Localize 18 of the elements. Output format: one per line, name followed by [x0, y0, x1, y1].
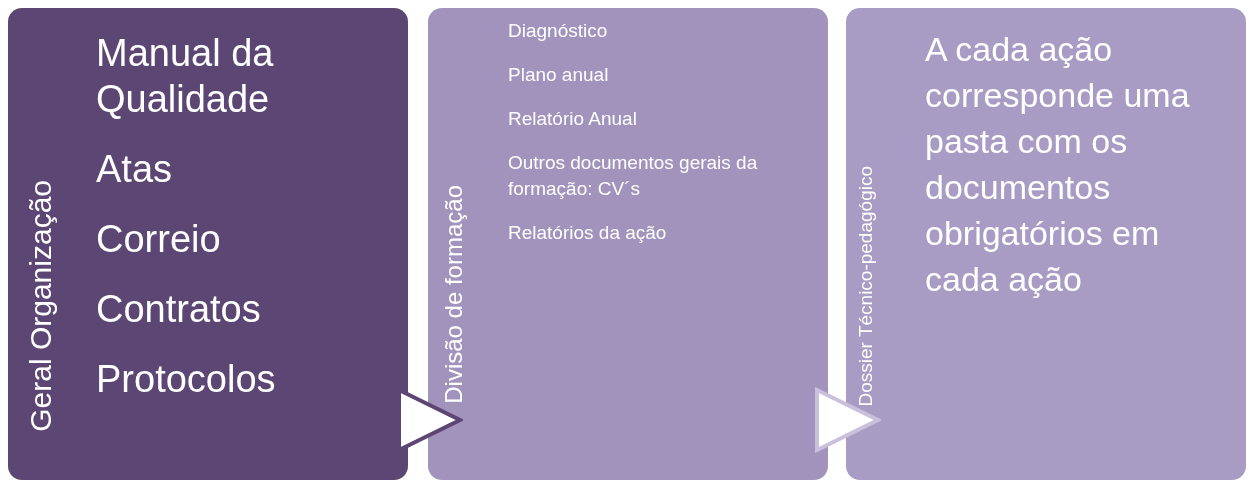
list-item: Contratos: [96, 287, 262, 332]
list-item: Diagnóstico: [508, 19, 609, 43]
list-item: Correio: [96, 217, 222, 262]
panel-heading: Geral Organização: [26, 180, 56, 432]
stage-panel: [428, 8, 828, 480]
list-item: Atas: [96, 147, 174, 192]
list-item: Manual da Qualidade: [96, 31, 275, 122]
list-item: Relatório Anual: [508, 107, 638, 131]
list-item: Protocolos: [96, 357, 277, 402]
chevron-arrow: [815, 388, 880, 452]
panel-heading: Divisão de formação: [442, 185, 466, 404]
panel-heading: Dossier Técnico-pedagógico: [856, 165, 875, 406]
list-item: Relatórios da ação: [508, 221, 668, 245]
list-item: Outros documentos gerais da formação: CV´s: [508, 151, 759, 201]
list-item: A cada ação corresponde uma pasta com os documentos obrigatórios em cada ação: [925, 29, 1191, 300]
stage-panel: [8, 8, 408, 480]
stage-panel: [846, 8, 1246, 480]
list-item: Plano anual: [508, 63, 610, 87]
